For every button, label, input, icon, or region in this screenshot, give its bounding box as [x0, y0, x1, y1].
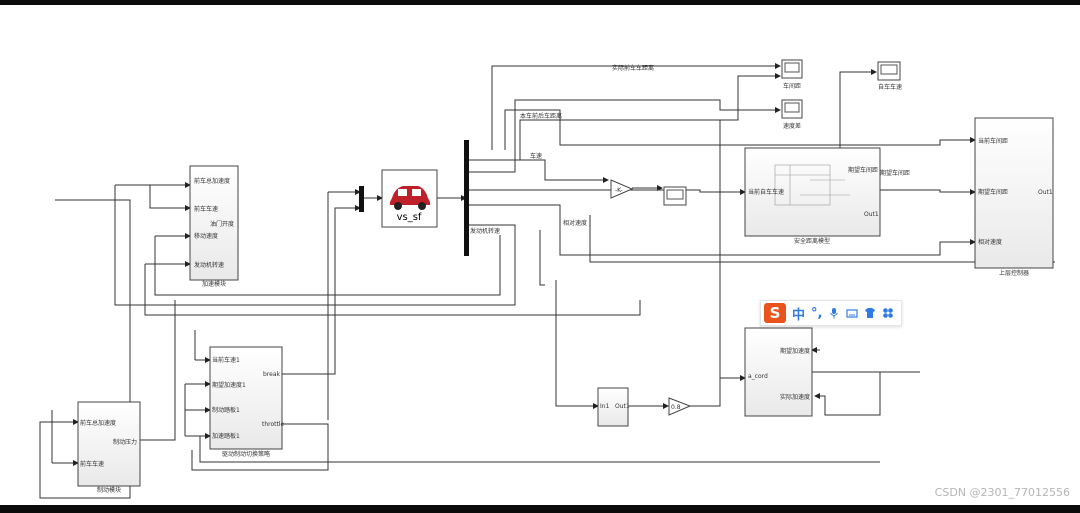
brake-input-1: 前车车速 [80, 460, 104, 468]
accel-input-0: 前车总加速度 [194, 177, 230, 185]
scope-label-1: 速度差 [783, 122, 801, 130]
strategy-input-2: 制动踏板1 [212, 406, 240, 414]
upper-input-2: 相对速度 [978, 238, 1002, 246]
keyboard-icon[interactable] [846, 307, 859, 319]
in-out-subsystem-block[interactable]: In1 Out1 [597, 387, 630, 427]
gain-k-block[interactable]: -K- [610, 179, 634, 199]
watermark: CSDN @2301_77012556 [934, 486, 1070, 499]
lower-output-1: 实际加速度 [780, 393, 810, 401]
accel-input-3: 发动机转速 [194, 261, 224, 269]
safety-input-0: 当前自车车速 [748, 188, 784, 196]
safety-output-0: 期望车间距 [848, 166, 878, 174]
upper-input-1: 期望车间距 [978, 188, 1008, 196]
safety-distance-model-block[interactable]: 当前自车车速 期望车间距 Out1 安全距离模型 [744, 147, 881, 245]
scope-label-2: 自车车速 [878, 83, 902, 91]
skin-shirt-icon[interactable] [864, 307, 876, 319]
vehicle-label: vs_sf [397, 212, 422, 223]
scope-block-2[interactable]: 自车车速 [877, 61, 902, 91]
mux-bar[interactable] [359, 186, 364, 212]
signal-label-5: 期望车间距 [880, 169, 910, 177]
drive-brake-strategy-block[interactable]: 当前车速1 期望加速度1 制动踏板1 加速踏板1 break throttle … [209, 346, 285, 458]
scope-block-0[interactable]: 车间距 [781, 59, 803, 90]
strategy-output-1: throttle [262, 421, 285, 428]
gain-k-label: -K- [615, 187, 623, 194]
accel-module-block[interactable]: 前车总加速度 前车车速 油门开度 移动速度 发动机转速 加速模块 [189, 165, 239, 288]
signal-label-2: 车速 [530, 152, 542, 160]
signal-label-0: 实际前车车距离 [612, 64, 654, 72]
in-out-input: In1 [600, 403, 610, 410]
drive-brake-title: 驱动制动切换策略 [222, 450, 270, 458]
microphone-icon[interactable] [828, 307, 840, 319]
accel-input-1: 前车车速 [194, 205, 218, 213]
signal-labels: 实际前车车距离 本车前后车距离 车速 相对速度 发动机转速 期望车间距 [470, 64, 910, 235]
ime-language-toggle[interactable]: 中 [792, 307, 806, 323]
vehicle-block[interactable]: vs_sf [381, 169, 438, 228]
lower-controller-block[interactable]: a_cord 期望加速度 实际加速度 [744, 327, 813, 417]
accel-module-title: 加速模块 [202, 280, 226, 288]
ime-toolbar[interactable]: S 中 °, [760, 300, 902, 326]
safety-model-title: 安全距离模型 [794, 237, 830, 245]
strategy-output-0: break [263, 371, 281, 378]
gain-08-label: 0.8 [671, 404, 681, 411]
scope-block-3[interactable] [663, 186, 687, 206]
toolbox-grid-icon[interactable] [882, 307, 894, 319]
lower-input-0: a_cord [748, 373, 768, 380]
sogou-logo-icon[interactable]: S [764, 303, 786, 323]
safety-output-1: Out1 [864, 211, 879, 218]
strategy-input-0: 当前车速1 [212, 356, 240, 364]
strategy-input-1: 期望加速度1 [212, 381, 246, 389]
brake-module-block[interactable]: 前车总加速度 前车车速 制动压力 制动模块 [77, 401, 141, 494]
signal-label-3: 相对速度 [563, 219, 587, 227]
accel-inner-0: 油门开度 [210, 220, 234, 228]
upper-controller-block[interactable]: 当前车间距 期望车间距 相对速度 Out1 上层控制器 [974, 117, 1054, 277]
gain-0.8-block[interactable]: 0.8 [668, 397, 692, 416]
bottom-black-bar [0, 505, 1080, 513]
signal-label-1: 本车前后车距离 [520, 112, 562, 120]
punctuation-toggle[interactable]: °, [811, 305, 823, 321]
signal-label-4: 发动机转速 [470, 227, 500, 235]
upper-input-0: 当前车间距 [978, 137, 1008, 145]
accel-input-2: 移动速度 [194, 232, 218, 240]
demux-bar[interactable] [464, 140, 469, 256]
brake-module-title: 制动模块 [97, 486, 121, 494]
strategy-input-3: 加速踏板1 [212, 432, 240, 440]
in-out-output: Out1 [615, 403, 630, 410]
brake-input-0: 前车总加速度 [80, 419, 116, 427]
signal-lines [39, 63, 1055, 499]
upper-controller-title: 上层控制器 [999, 269, 1029, 277]
scope-label-0: 车间距 [783, 82, 801, 90]
top-black-bar [0, 0, 1080, 5]
brake-inner-0: 制动压力 [113, 438, 137, 446]
upper-output-0: Out1 [1038, 189, 1053, 196]
car-icon [390, 186, 430, 210]
lower-output-0: 期望加速度 [780, 347, 810, 355]
scope-block-1[interactable]: 速度差 [781, 99, 803, 130]
